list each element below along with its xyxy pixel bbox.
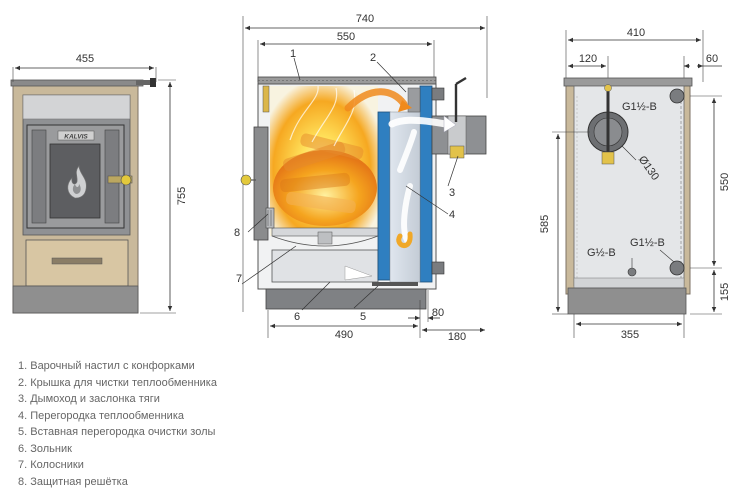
- legend-item: 7. Колосники: [18, 459, 84, 471]
- legend-item: 4. Перегородка теплообменника: [18, 409, 184, 422]
- callout-6: 6: [294, 311, 300, 323]
- callout-3: 3: [449, 187, 455, 199]
- rear-view: 410 120 60 G1½-B G½-B G1½-B Ø1: [539, 27, 731, 341]
- flame-icon: [67, 165, 87, 199]
- front-view: KALVIS 455 755: [10, 53, 188, 314]
- connector-top-right: G1½-B: [622, 101, 657, 113]
- legend-item: 6. Зольник: [18, 442, 72, 455]
- dim-rear-offset-right: 60: [706, 53, 718, 65]
- dim-front-width: 455: [76, 53, 94, 65]
- callout-8: 8: [234, 227, 240, 239]
- dim-rear-height-left: 585: [539, 215, 551, 233]
- callout-1: 1: [290, 48, 296, 60]
- callout-2: 2: [370, 52, 376, 64]
- legend-item: 3. Дымоход и заслонка тяги: [18, 393, 160, 405]
- legend-item: 2. Крышка для чистки теплообменника: [18, 376, 217, 389]
- callout-4: 4: [449, 209, 455, 221]
- parts-legend: 1. Варочный настил с конфорками 2. Крышк…: [18, 358, 217, 490]
- dim-side-flue-right: 180: [448, 331, 466, 343]
- callout-7: 7: [236, 273, 242, 285]
- dim-front-height: 755: [176, 187, 188, 205]
- connector-bottom-left: G½-B: [587, 247, 616, 259]
- dim-side-flue-depth: 80: [432, 307, 444, 319]
- dim-rear-width-bottom: 355: [621, 329, 639, 341]
- legend-item: 5. Вставная перегородка очистки золы: [18, 426, 216, 438]
- legend-item: 8. Защитная решётка: [18, 475, 128, 488]
- connector-bottom-right: G1½-B: [630, 237, 665, 249]
- brand-plate-text: KALVIS: [64, 134, 88, 141]
- firewood-logs: [280, 133, 364, 214]
- dim-rear-offset-left: 120: [579, 53, 597, 65]
- dim-side-total: 740: [356, 13, 374, 25]
- dim-side-inner: 550: [337, 31, 355, 43]
- legend-item: 1. Варочный настил с конфорками: [18, 360, 195, 372]
- dim-rear-height-inner: 550: [719, 173, 731, 191]
- dim-side-bottom: 490: [335, 329, 353, 341]
- dim-rear-bottom-right: 155: [719, 283, 731, 301]
- dim-rear-width-top: 410: [627, 27, 645, 39]
- callout-5: 5: [360, 311, 366, 323]
- side-section-view: 740 550: [234, 13, 488, 343]
